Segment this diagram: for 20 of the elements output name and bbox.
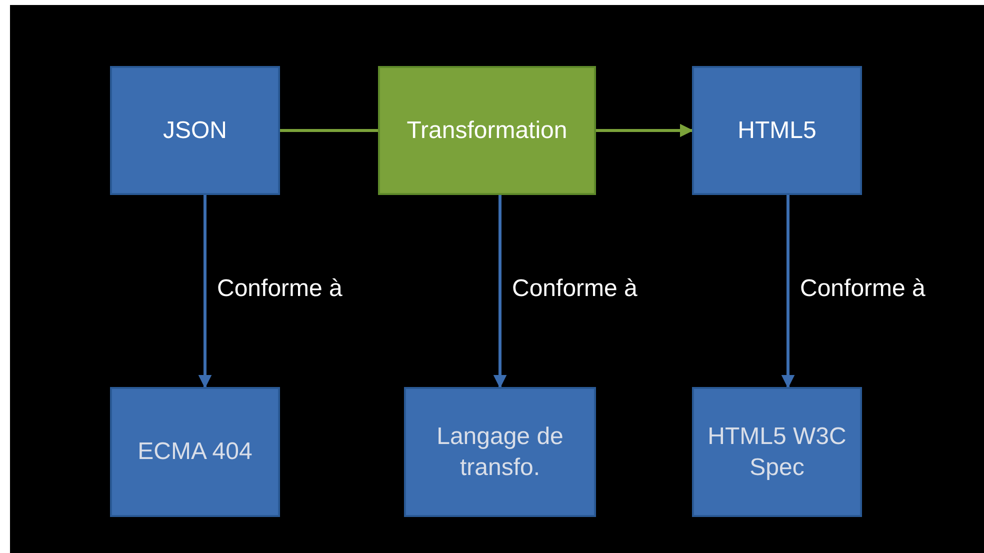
process-box	[378, 66, 596, 195]
arrow	[198, 195, 212, 388]
node-label: Transformation	[406, 116, 568, 146]
connector-line	[280, 129, 378, 132]
node-label: Langage de transfo.	[436, 422, 564, 483]
box	[404, 387, 596, 517]
edge-label: Conforme à	[217, 275, 342, 303]
edge-label: Conforme à	[800, 275, 926, 303]
node-label: HTML5 W3C Spec	[706, 422, 848, 483]
edge-label: Conforme à	[512, 275, 638, 303]
box	[110, 387, 280, 517]
node-label: ECMA 404	[136, 437, 254, 468]
arrow	[781, 195, 795, 388]
node-label: JSON	[162, 116, 228, 146]
box	[692, 66, 862, 195]
box	[692, 387, 862, 517]
arrow	[596, 124, 694, 138]
node-label: HTML5	[736, 116, 818, 146]
arrow	[493, 195, 507, 388]
box	[110, 66, 280, 195]
